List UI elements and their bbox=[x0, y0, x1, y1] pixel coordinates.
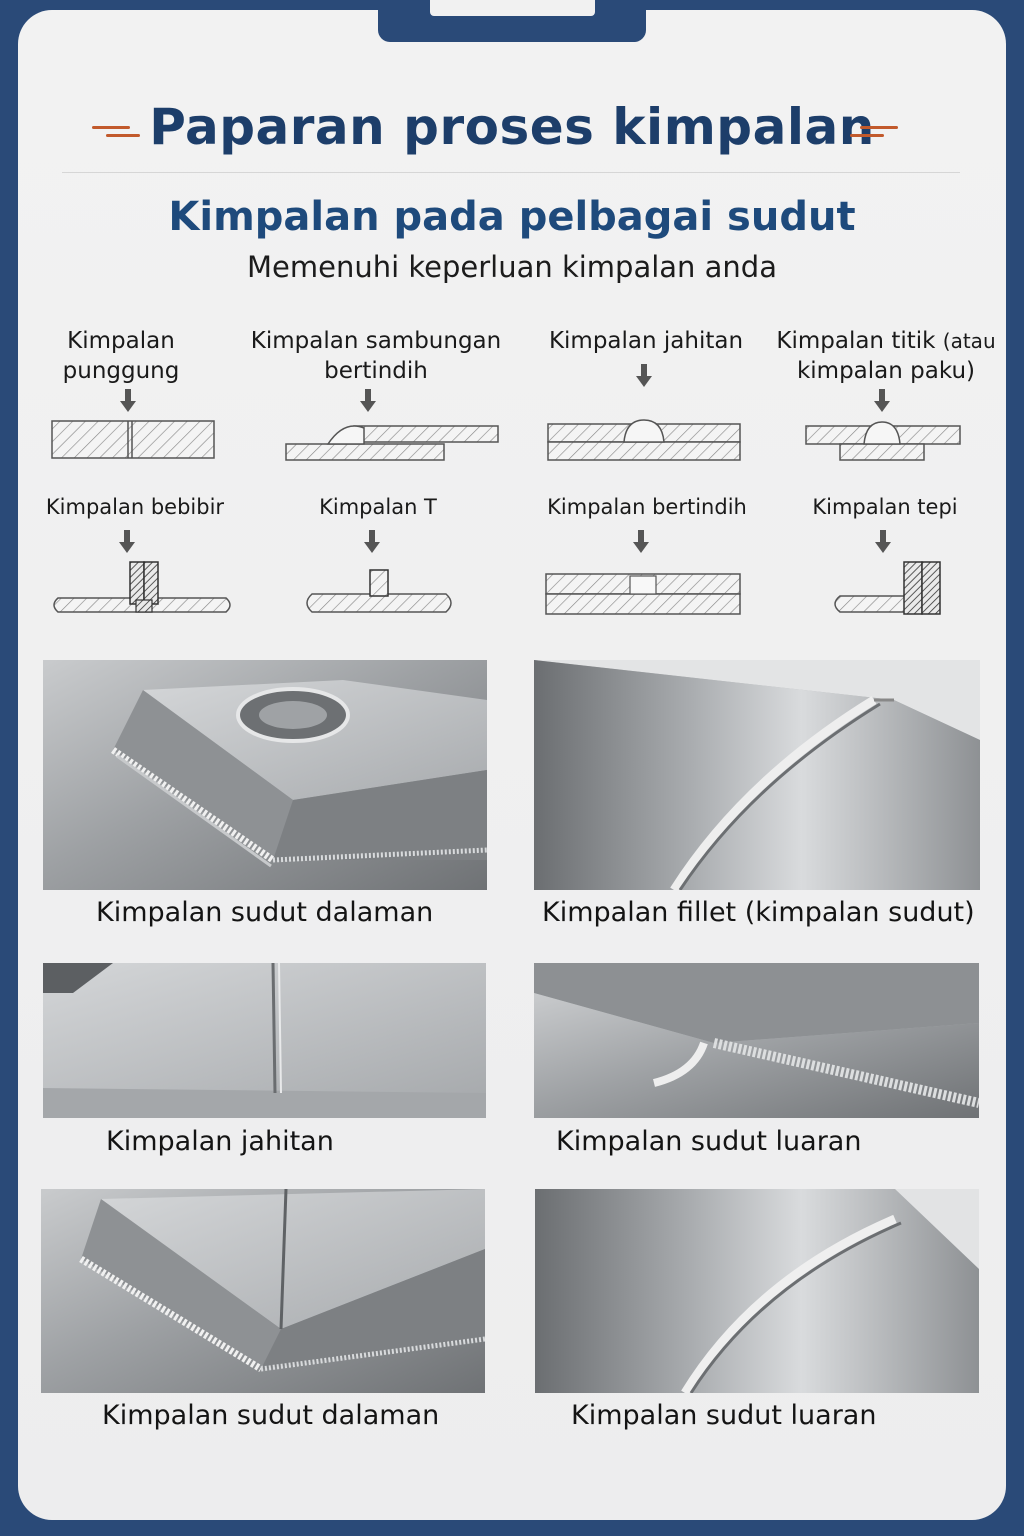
caption-inner-corner-weld-2: Kimpalan sudut dalaman bbox=[102, 1400, 440, 1431]
photo-inner-corner-weld bbox=[43, 660, 487, 890]
arrow-down-icon bbox=[874, 389, 890, 412]
inner-corner-weld-illustration bbox=[43, 660, 487, 890]
spot-weld-diagram bbox=[805, 421, 961, 461]
diagram-label-text: Kimpalan bebibir bbox=[45, 495, 225, 519]
diagram-label-overlap-weld: Kimpalan bertindih bbox=[532, 492, 762, 522]
diagram-label-butt-weld: Kimpalan punggung bbox=[40, 326, 202, 386]
diagram-label-text: Kimpalan titik bbox=[776, 328, 936, 354]
seam-weld-diagram bbox=[547, 419, 741, 461]
outer-corner-weld-illustration-2 bbox=[535, 1189, 979, 1393]
photo-fillet-weld bbox=[534, 660, 980, 890]
caption-fillet-weld: Kimpalan fillet (kimpalan sudut) bbox=[542, 897, 975, 928]
diagram-label-t-weld: Kimpalan T bbox=[288, 492, 468, 522]
diagram-label-paren: (atau bbox=[942, 329, 996, 353]
arrow-down-icon bbox=[119, 530, 135, 553]
photo-outer-corner-weld-2 bbox=[535, 1189, 979, 1393]
overlap-weld-diagram bbox=[545, 573, 741, 615]
arrow-down-icon bbox=[364, 530, 380, 553]
butt-weld-diagram bbox=[51, 420, 215, 459]
diagram-label-lap-joint: Kimpalan sambungan bertindih bbox=[230, 326, 522, 386]
diagram-label-text: Kimpalan jahitan bbox=[548, 328, 744, 354]
caption-outer-corner-weld: Kimpalan sudut luaran bbox=[556, 1126, 862, 1157]
edge-weld-diagram bbox=[834, 561, 941, 615]
title-decoration-right bbox=[850, 126, 898, 140]
outer-corner-weld-illustration bbox=[534, 963, 979, 1118]
top-notch-tab bbox=[430, 0, 595, 16]
title-row: Paparan proses kimpalan bbox=[0, 92, 1024, 162]
section-tagline: Memenuhi keperluan kimpalan anda bbox=[247, 250, 777, 284]
diagram-label-flange-weld: Kimpalan bebibir bbox=[30, 492, 240, 522]
arrow-down-icon bbox=[360, 389, 376, 412]
lap-joint-diagram bbox=[285, 425, 499, 461]
diagram-label-text: Kimpalan T bbox=[319, 495, 437, 519]
arrow-down-icon bbox=[636, 364, 652, 387]
diagram-label-text: Kimpalan punggung bbox=[62, 328, 180, 384]
title-decoration-left bbox=[92, 126, 140, 140]
diagram-label-edge-weld: Kimpalan tepi bbox=[790, 492, 980, 522]
seam-weld-illustration bbox=[43, 963, 486, 1118]
arrow-down-icon bbox=[120, 389, 136, 412]
arrow-down-icon bbox=[633, 530, 649, 553]
diagram-label-text: Kimpalan sambungan bertindih bbox=[250, 328, 502, 384]
diagram-label-text: Kimpalan bertindih bbox=[547, 495, 747, 519]
diagram-label-spot-weld: Kimpalan titik (atau kimpalan paku) bbox=[764, 326, 1008, 386]
diagram-label-seam-weld: Kimpalan jahitan bbox=[534, 326, 758, 356]
photo-seam-weld bbox=[43, 963, 486, 1118]
arrow-down-icon bbox=[875, 530, 891, 553]
photo-outer-corner-weld bbox=[534, 963, 979, 1118]
page-title: Paparan proses kimpalan bbox=[149, 98, 875, 156]
header-divider bbox=[62, 172, 960, 173]
caption-inner-corner-weld: Kimpalan sudut dalaman bbox=[96, 897, 434, 928]
caption-seam-weld: Kimpalan jahitan bbox=[106, 1126, 334, 1157]
caption-outer-corner-weld-2: Kimpalan sudut luaran bbox=[571, 1400, 877, 1431]
section-subtitle: Kimpalan pada pelbagai sudut bbox=[168, 194, 856, 240]
inner-corner-weld-illustration-2 bbox=[41, 1189, 485, 1393]
diagram-label-text: Kimpalan tepi bbox=[812, 495, 958, 519]
diagram-label-text-line2: kimpalan paku) bbox=[796, 358, 976, 384]
fillet-weld-illustration bbox=[534, 660, 980, 890]
flange-weld-diagram bbox=[53, 561, 231, 613]
photo-inner-corner-weld-2 bbox=[41, 1189, 485, 1393]
t-weld-diagram bbox=[306, 569, 452, 613]
